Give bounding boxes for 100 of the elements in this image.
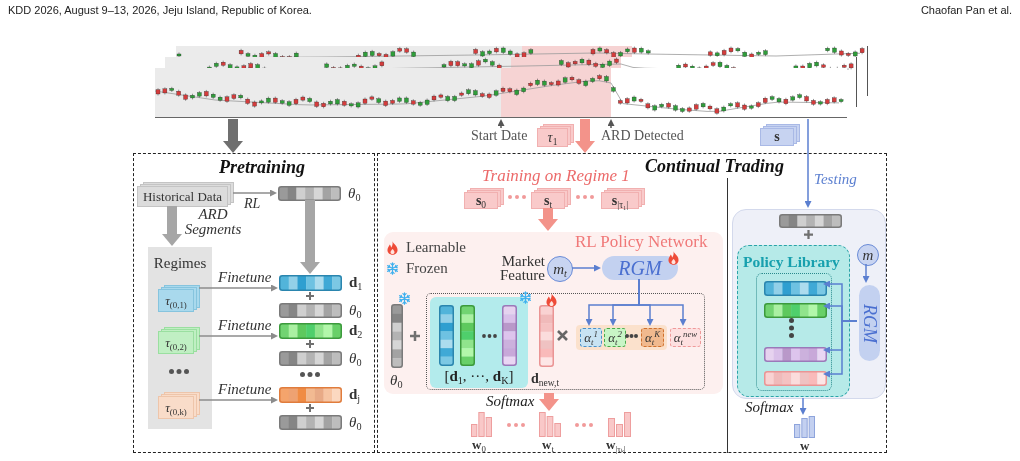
block-arrow [539,393,559,411]
parameter-vector [391,304,403,368]
annotation-text: ARD Detected [601,128,684,144]
math-label: [d$_{1}$, ···, d$_{K}$] [444,369,514,384]
parameter-vector [279,387,342,403]
math-label: d$_{2}$ [349,323,363,338]
block-arrow [575,119,595,153]
regimes-panel [148,247,212,429]
arrow [862,263,870,283]
parameter-vector [279,275,342,291]
frozen-vectors-box [430,297,528,388]
math-label: θ$_{0}$ [349,303,362,318]
math-label: s [774,130,780,144]
math-label: θ$_{0}$ [390,373,403,388]
edge-label: Finetune [218,382,272,397]
math-label: w$_{t}$ [542,438,554,451]
math-label: s$_{t}$ [543,193,553,208]
parameter-vector [764,371,827,386]
block-arrow [223,119,243,153]
panel-title: Policy Library [743,253,840,271]
running-header: KDD 2026, August 9–13, 2026, Jeju Island, Republic of Korea. [8,4,312,18]
module-label: RGM [860,303,879,343]
card-stack [531,188,571,209]
edge-label: Finetune [218,318,272,333]
card-stack [158,327,200,354]
library-panel [737,245,850,397]
parameter-vector [279,303,342,318]
edge-label: Testing [814,172,857,187]
parameter-vector [278,186,341,201]
panel-title: RL Policy Network [575,233,708,252]
annotation-text: Start Date [471,128,528,144]
feature-circle [547,256,573,282]
edge-label: Softmax [486,394,535,409]
edge-label: RL [244,196,261,211]
weight-box [604,328,626,347]
module-label: RGM [618,258,662,278]
block-arrow [538,208,558,231]
math-label: θ$_{0}$ [349,351,362,366]
edge-label: Finetune [218,270,272,285]
legend-label: Frozen [406,261,448,276]
inference-panel [732,209,886,399]
math-label: w$_{0}$ [472,438,486,451]
math-label: d$_{new,t}$ [531,372,560,386]
parameter-vector [764,347,827,362]
legend-label: Learnable [406,240,466,255]
edge-label: ARD Segments [183,207,243,237]
card-stack [537,124,574,147]
dashed-panel [377,153,887,453]
bar-chart-icon [471,411,492,437]
card-stack [760,124,800,146]
arrow [799,397,807,415]
arrow [804,118,812,208]
math-label: w [800,439,810,452]
arrow [232,189,277,197]
card-label: Historical Data [142,190,223,203]
arrow [571,264,601,272]
bar-chart-icon [608,412,631,437]
parameter-vector [764,303,827,318]
panel-title: Continual Trading [645,157,784,177]
math-label: m$_{t}$ [553,261,567,277]
parameter-vector [279,351,342,366]
panel-title: Pretraining [219,158,306,178]
card-stack [464,188,504,209]
block-arrow [300,200,320,274]
section-subtitle: Training on Regime 1 [482,166,630,187]
edge-label: Softmax [745,400,794,415]
panel-title: Regimes [153,255,207,272]
math-label: τ$_{1}$ [547,130,558,145]
arrow [198,332,278,340]
dashed-panel [133,153,375,453]
card-stack [601,188,645,209]
arrow [607,119,615,129]
math-label: s$_{|τ₁|}$ [611,193,629,208]
math-label: d$_{1}$ [349,275,363,290]
running-header: Chaofan Pan et al. [920,4,1012,18]
block-arrow [162,206,182,246]
arrow [497,119,505,129]
module-pill [859,285,880,361]
parameter-vector [764,281,827,296]
arrow [198,396,278,404]
math-label: m [862,247,874,263]
bar-chart-icon [539,412,561,437]
module-pill [602,256,678,280]
feature-circle [857,244,879,266]
arrow [198,284,278,292]
parameter-vector [779,214,842,228]
math-label: θ$_{0}$ [349,415,362,430]
math-label: d$_{j}$ [349,387,361,402]
math-label: s$_{0}$ [475,193,487,208]
weight-group-box [576,325,667,350]
card-stack [158,392,200,419]
card-stack [137,182,234,207]
bar-chart-icon [794,416,815,438]
parameter-vector [279,323,342,339]
card-stack [158,285,200,312]
parameter-vector [539,305,554,367]
network-panel [384,232,723,394]
math-label: θ$_{0}$ [348,186,361,201]
weight-box [580,328,602,347]
feature-label: Market Feature [499,254,545,282]
